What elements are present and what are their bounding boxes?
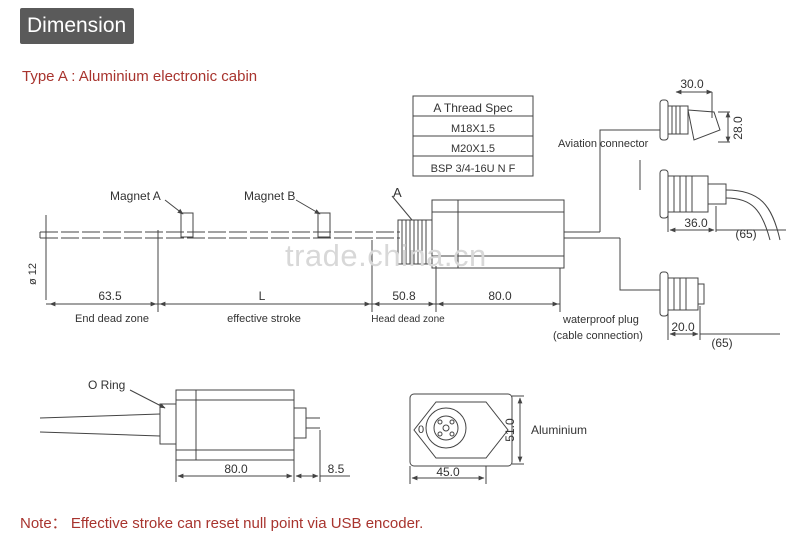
dim-63-5: 63.5: [98, 289, 122, 303]
aviation-route: [599, 129, 660, 232]
thread-hatch: [401, 220, 427, 264]
dim-L: L: [259, 289, 266, 303]
dim-80-head: 80.0: [488, 289, 512, 303]
dim-65-a: (65): [735, 227, 756, 241]
section-header: Dimension: [20, 8, 134, 44]
thread-row-3: BSP 3/4-16U N F: [431, 163, 516, 175]
cable-bottom-bottom: [39, 431, 161, 437]
note-text: Note： Effective stroke can reset null po…: [20, 515, 424, 532]
aviation-label: Aviation connector: [558, 138, 649, 150]
connector-socket: [425, 407, 467, 449]
zero-mark: 0: [418, 424, 424, 436]
o-ring-label: O Ring: [88, 378, 125, 392]
thread-table-title: A Thread Spec: [433, 101, 512, 115]
watermark: trade.china.cn: [285, 238, 487, 273]
waterproof-plug: [659, 271, 669, 317]
end-dead-zone-label: End dead zone: [75, 313, 149, 325]
dim-65-b: (65): [711, 336, 732, 350]
plug-route: [619, 238, 660, 291]
effective-stroke-label: effective stroke: [227, 313, 301, 325]
aluminium-label: Aluminium: [531, 423, 587, 437]
dim-30-0: 30.0: [680, 77, 704, 91]
magnet-a-label: Magnet A: [110, 189, 161, 203]
diameter-label: ø 12: [27, 263, 39, 285]
thread-row-2: M20X1.5: [451, 143, 495, 155]
dim-80-bottom: 80.0: [224, 462, 248, 476]
dim-20-0: 20.0: [671, 320, 695, 334]
magnet-a-leader: [164, 199, 184, 215]
section-title: Dimension: [27, 14, 127, 37]
point-a-label: A: [393, 185, 402, 200]
dim-51-0: 51.0: [503, 418, 517, 442]
dim-36-0: 36.0: [684, 216, 708, 230]
dim-45-0: 45.0: [436, 465, 460, 479]
point-a-leader: [391, 195, 413, 221]
head-body: [431, 199, 565, 269]
type-subtitle: Type A : Aluminium electronic cabin: [22, 68, 258, 85]
aviation-connector-straight: [659, 169, 669, 219]
dim-8-5: 8.5: [328, 462, 345, 476]
hex-end-view: [413, 401, 509, 459]
o-ring-thread: [159, 403, 177, 445]
waterproof-label-2: (cable connection): [553, 330, 643, 342]
aviation-connector-elbow: [659, 99, 669, 141]
thread-row-1: M18X1.5: [451, 123, 495, 135]
cable-bottom-top: [39, 413, 161, 419]
magnet-b-leader: [295, 199, 321, 215]
magnet-a-body: [180, 212, 194, 238]
magnet-b-label: Magnet B: [244, 189, 295, 203]
dim-50-8: 50.8: [392, 289, 416, 303]
magnet-b-body: [317, 212, 331, 238]
waterproof-label-1: waterproof plug: [562, 314, 639, 326]
head-dead-zone-label: Head dead zone: [371, 314, 445, 325]
dim-28-0: 28.0: [731, 116, 745, 140]
